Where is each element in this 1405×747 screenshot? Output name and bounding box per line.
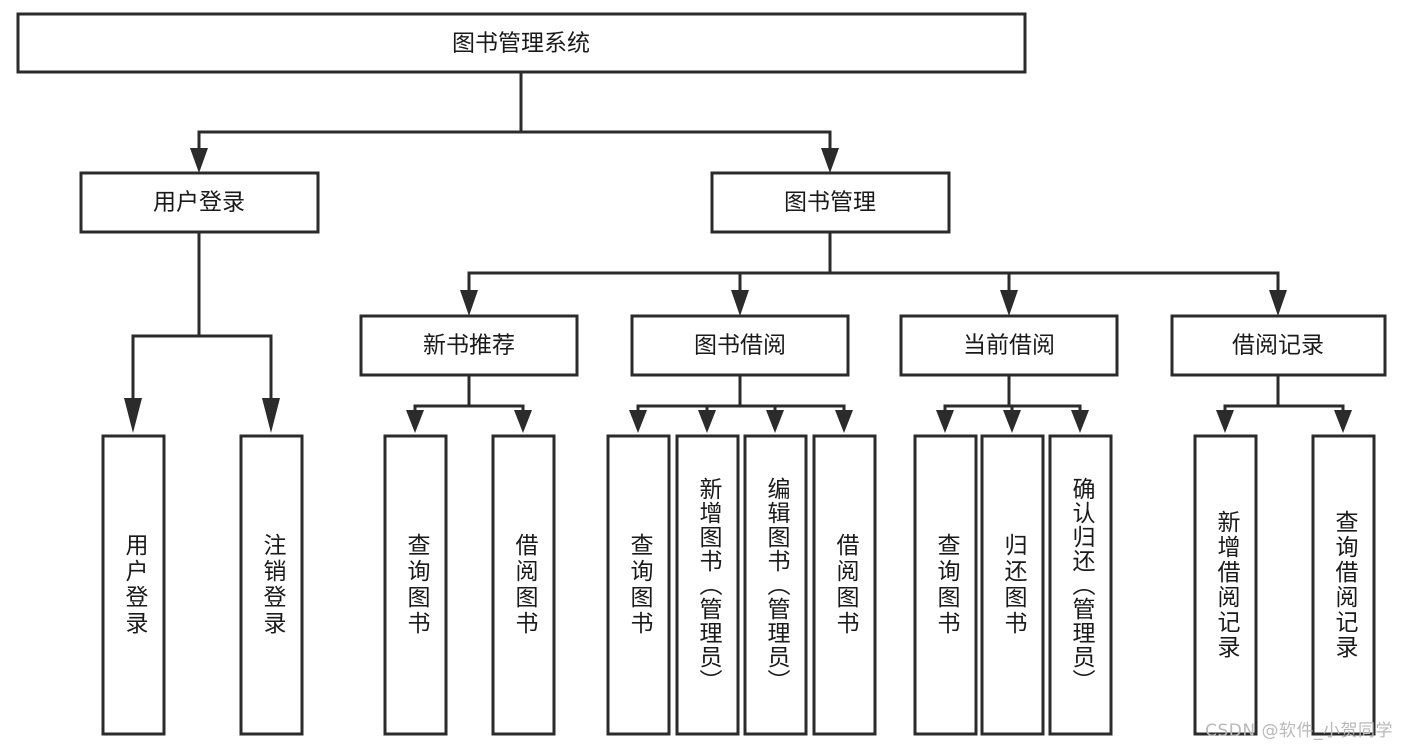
- node-borrow-record-label: 借阅记录: [1232, 333, 1324, 359]
- arrowhead-nb-leaf-1: [406, 410, 424, 433]
- node-borrow-record[interactable]: 借阅记录: [1170, 314, 1387, 377]
- leaf-rect-cb-query-book[interactable]: [913, 434, 978, 736]
- connectors-root-to-level2: [190, 70, 839, 173]
- leaf-boxes-user-login: [101, 434, 304, 736]
- node-user-login-label: 用户登录: [153, 190, 245, 216]
- node-borrow-record-rect[interactable]: [1170, 314, 1387, 377]
- arrowhead-cb-leaf-1: [936, 410, 954, 433]
- node-new-book-recommend[interactable]: 新书推荐: [359, 314, 579, 377]
- leaf-rect-logout[interactable]: [239, 434, 304, 736]
- leaf-rect-user-login[interactable]: [101, 434, 166, 736]
- arrowhead-nb-leaf-2: [514, 410, 532, 433]
- leaf-boxes-current-borrow: [913, 434, 1113, 736]
- arrowhead-leaf-logout: [262, 398, 280, 433]
- arrowhead-leaf-user-login: [124, 398, 142, 433]
- arrowhead-cb-leaf-2: [1003, 410, 1021, 433]
- connectors-new-book-to-leaves: [406, 373, 532, 433]
- leaf-rect-br-query-record[interactable]: [1311, 434, 1376, 736]
- node-user-login-rect[interactable]: [79, 171, 320, 234]
- connectors-book-borrow-to-leaves: [629, 373, 853, 433]
- arrowhead-bb-leaf-2: [698, 410, 716, 433]
- arrowhead-book-borrow: [731, 290, 749, 316]
- arrowhead-bb-leaf-1: [629, 410, 647, 433]
- leaf-rect-bb-query-book[interactable]: [606, 434, 671, 736]
- connectors-borrow-record-to-leaves: [1216, 373, 1352, 433]
- leaf-boxes-book-borrow: [606, 434, 877, 736]
- leaf-rect-cb-return-book[interactable]: [980, 434, 1045, 736]
- arrowhead-borrow-record: [1269, 290, 1287, 316]
- leaf-rect-cb-confirm-return[interactable]: [1048, 434, 1113, 736]
- node-book-management-label: 图书管理: [784, 190, 876, 216]
- arrowhead-bb-leaf-4: [835, 410, 853, 433]
- connectors-current-borrow-to-leaves: [936, 373, 1089, 433]
- connectors-book-mgmt-to-level3: [460, 230, 1287, 316]
- arrowhead-current-borrow: [1000, 290, 1018, 316]
- node-current-borrow-rect[interactable]: [899, 314, 1119, 377]
- node-current-borrow-label: 当前借阅: [963, 333, 1055, 359]
- leaf-rect-bb-edit-book[interactable]: [743, 434, 808, 736]
- node-book-borrow-label: 图书借阅: [694, 333, 786, 359]
- leaf-rect-bb-add-book[interactable]: [675, 434, 740, 736]
- node-book-borrow[interactable]: 图书借阅: [630, 314, 850, 377]
- node-book-management[interactable]: 图书管理: [710, 171, 951, 234]
- node-user-login[interactable]: 用户登录: [79, 171, 320, 234]
- node-current-borrow[interactable]: 当前借阅: [899, 314, 1119, 377]
- leaf-rect-bb-borrow-book[interactable]: [812, 434, 877, 736]
- leaf-boxes-new-book: [383, 434, 556, 736]
- node-new-book-recommend-label: 新书推荐: [423, 333, 515, 359]
- leaf-rect-nb-borrow-book[interactable]: [491, 434, 556, 736]
- arrowhead-new-book: [460, 290, 478, 316]
- leaf-rect-br-add-record[interactable]: [1193, 434, 1258, 736]
- arrowhead-br-leaf-2: [1334, 410, 1352, 433]
- arrowhead-cb-leaf-3: [1071, 410, 1089, 433]
- arrowhead-book-mgmt: [821, 148, 839, 173]
- node-book-management-rect[interactable]: [710, 171, 951, 234]
- node-new-book-recommend-rect[interactable]: [359, 314, 579, 377]
- node-root[interactable]: 图书管理系统: [16, 12, 1027, 74]
- leaf-rect-nb-query-book[interactable]: [383, 434, 448, 736]
- node-root-rect[interactable]: [16, 12, 1027, 74]
- arrowhead-bb-leaf-3: [766, 410, 784, 433]
- arrowhead-br-leaf-1: [1216, 410, 1234, 433]
- arrowhead-user-login: [190, 148, 208, 173]
- node-book-borrow-rect[interactable]: [630, 314, 850, 377]
- connectors-user-login-to-leaves: [124, 230, 280, 433]
- leaf-boxes-borrow-record: [1193, 434, 1376, 736]
- node-root-label: 图书管理系统: [452, 31, 590, 57]
